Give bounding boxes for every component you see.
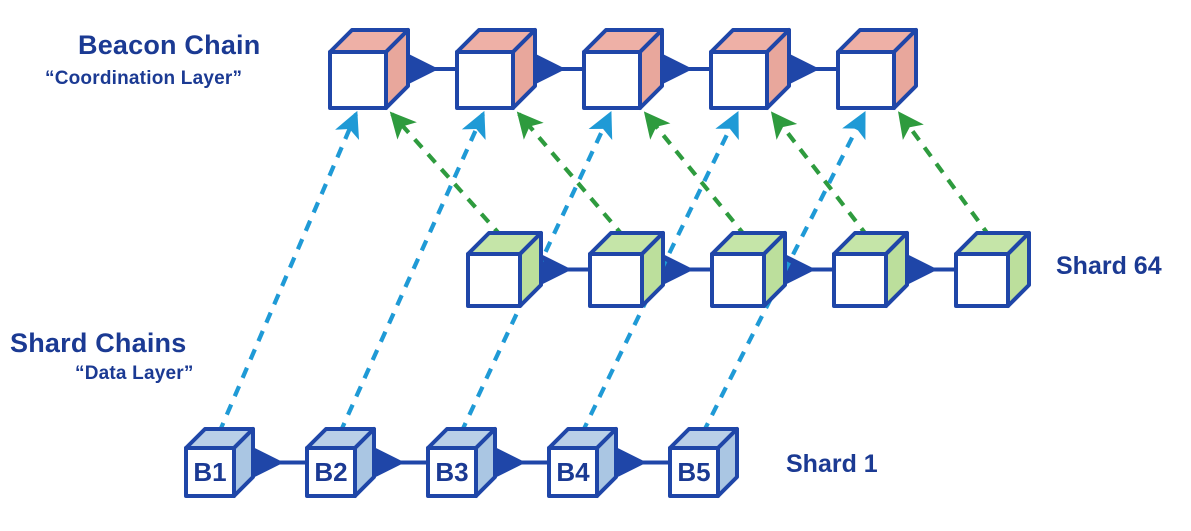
- crosslink-shard64-5: [898, 111, 992, 239]
- crosslink-shard64-3: [643, 111, 748, 239]
- shard-64-label: Shard 64: [1056, 252, 1162, 280]
- crosslink-shard1-2: [338, 110, 486, 434]
- shard1-block-label-4: B4: [556, 457, 590, 487]
- shard1-block-4: B4: [547, 427, 618, 498]
- beacon-blocks: [328, 28, 918, 110]
- beacon-block-4: [709, 28, 791, 110]
- crosslink-arrows-shard1: [217, 110, 866, 434]
- shard1-block-label-1: B1: [193, 457, 226, 487]
- shard1-block-5: B5: [668, 427, 739, 498]
- shard1-blocks: B1 B2 B3 B4 B5: [184, 427, 739, 498]
- beacon-block-3: [582, 28, 664, 110]
- shard64-block-1: [466, 231, 543, 308]
- shard64-block-4: [832, 231, 909, 308]
- shard-chains-subtitle: “Data Layer”: [75, 363, 194, 384]
- crosslink-shard64-4: [770, 111, 870, 239]
- beacon-chain-title: Beacon Chain: [78, 30, 261, 60]
- shard64-block-5: [954, 231, 1031, 308]
- chain-link-arrows: [247, 51, 956, 481]
- shard64-blocks: [466, 231, 1031, 308]
- beacon-block-2: [455, 28, 537, 110]
- crosslink-shard64-1: [389, 111, 504, 239]
- shard1-block-label-2: B2: [314, 457, 347, 487]
- shard1-block-1: B1: [184, 427, 255, 498]
- shard1-block-label-5: B5: [677, 457, 710, 487]
- shard1-block-3: B3: [426, 427, 497, 498]
- beacon-block-1: [328, 28, 410, 110]
- crosslink-shard1-1: [217, 110, 360, 434]
- shard1-block-2: B2: [305, 427, 376, 498]
- shard64-block-3: [710, 231, 787, 308]
- crosslink-shard64-2: [516, 111, 626, 239]
- shard1-block-label-3: B3: [435, 457, 468, 487]
- shard-1-label: Shard 1: [786, 450, 878, 478]
- shard-chains-title: Shard Chains: [10, 328, 187, 358]
- beacon-chain-subtitle: “Coordination Layer”: [45, 68, 243, 89]
- shard64-block-2: [588, 231, 665, 308]
- beacon-block-5: [836, 28, 918, 110]
- crosslink-arrows-shard64: [389, 111, 992, 239]
